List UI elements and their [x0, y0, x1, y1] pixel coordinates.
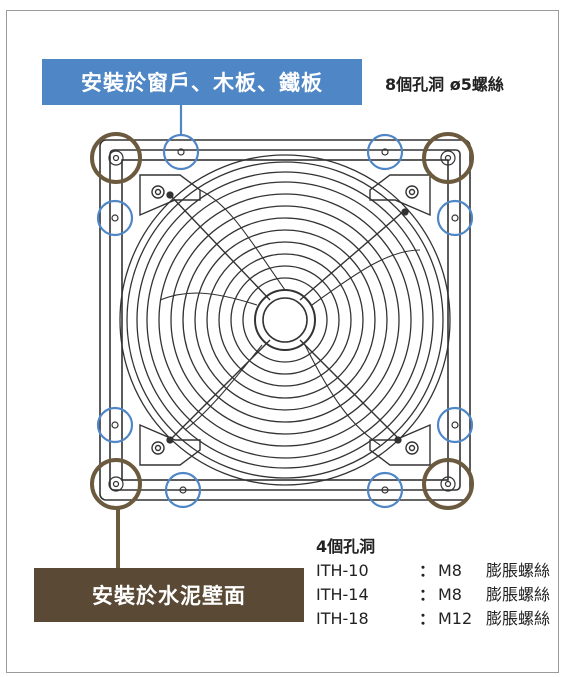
spec-model: ITH-10 — [316, 561, 369, 580]
window-mount-label: 安裝於窗戶、木板、鐵板 — [42, 59, 362, 105]
hole-marker-icon — [96, 199, 134, 237]
wall-mount-label: 安裝於水泥壁面 — [34, 568, 304, 622]
corner-brackets — [139, 174, 431, 466]
wall-mount-holes — [90, 132, 474, 510]
spec-row: ITH-10 ： M8 膨脹螺絲 — [316, 559, 550, 583]
spec-size: M8 — [438, 561, 462, 580]
hole-marker-icon — [366, 133, 404, 171]
wall-hole-centers — [108, 150, 456, 492]
hole-marker-icon — [164, 471, 202, 509]
fan-icon — [119, 154, 451, 486]
window-mount-holes — [96, 133, 474, 509]
hole-marker-icon — [436, 406, 474, 444]
spec-sep: ： — [418, 561, 435, 580]
anchor-marker-icon — [422, 458, 474, 510]
window-holes-note: 8個孔洞 ø5螺絲 — [385, 75, 504, 94]
spec-row: ITH-14 ： M8 膨脹螺絲 — [316, 583, 550, 607]
wall-spec: 4個孔洞 ITH-10 ： M8 膨脹螺絲 ITH-14 ： M8 膨脹螺絲 I… — [316, 535, 550, 631]
spec-kind: 膨脹螺絲 — [486, 609, 551, 628]
spec-size: M8 — [438, 585, 462, 604]
spec-kind: 膨脹螺絲 — [486, 561, 551, 580]
fan-frame — [99, 139, 471, 501]
anchor-marker-icon — [422, 132, 474, 184]
hole-marker-icon — [96, 406, 134, 444]
anchor-marker-icon — [90, 132, 142, 184]
spec-kind: 膨脹螺絲 — [486, 585, 551, 604]
spec-model: ITH-18 — [316, 609, 369, 628]
wall-spec-title: 4個孔洞 — [316, 537, 376, 556]
hole-marker-icon — [366, 471, 404, 509]
window-hole-centers — [111, 148, 459, 494]
figure-frame — [6, 10, 559, 673]
spec-sep: ： — [418, 585, 435, 604]
spec-row: ITH-18 ： M12 膨脹螺絲 — [316, 607, 550, 631]
spec-sep: ： — [418, 609, 435, 628]
spec-model: ITH-14 — [316, 585, 369, 604]
spec-size: M12 — [438, 609, 473, 628]
hole-marker-icon — [436, 199, 474, 237]
